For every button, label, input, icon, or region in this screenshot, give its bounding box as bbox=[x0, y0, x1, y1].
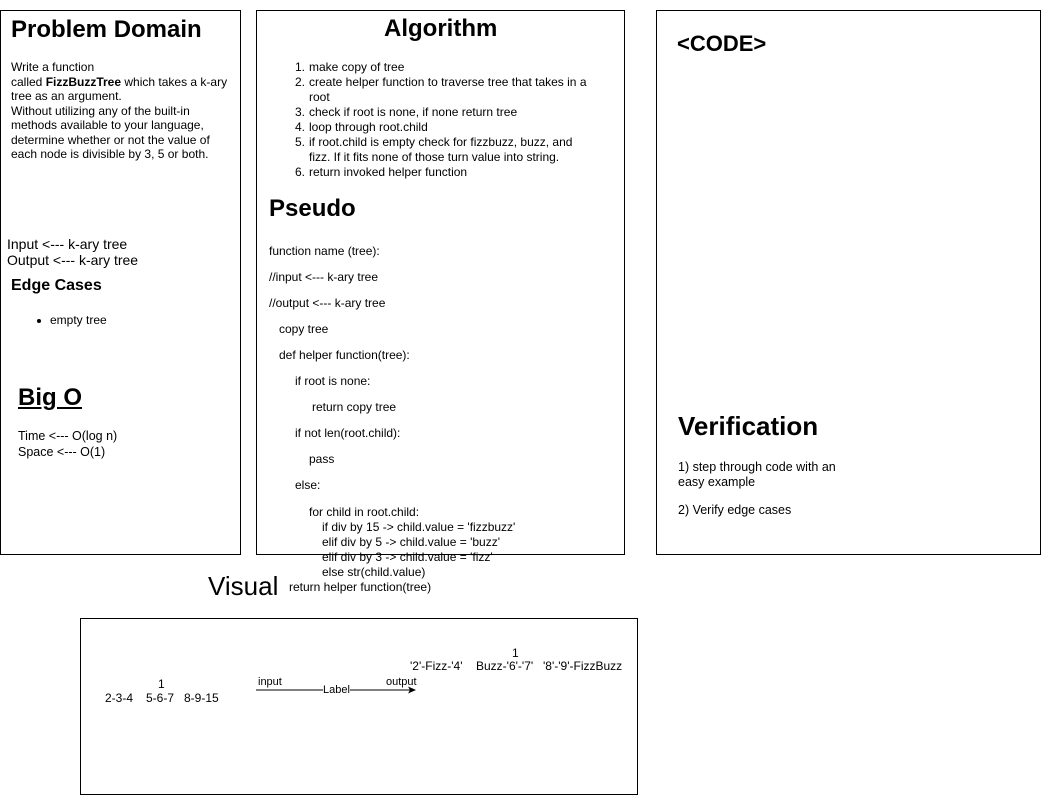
function-name: FizzBuzzTree bbox=[45, 74, 122, 89]
code-panel: <CODE> Verification 1) step through code… bbox=[656, 10, 1041, 555]
arrow-output-label: output bbox=[386, 676, 417, 688]
pseudo-line: return copy tree bbox=[312, 400, 397, 414]
pseudo-line: else: bbox=[295, 478, 321, 492]
pseudo-line: elif div by 5 -> child.value = 'buzz' bbox=[322, 535, 501, 549]
output-tree-node: Buzz-'6'-'7' bbox=[476, 659, 534, 673]
desc-line: Without utilizing any of the built-in bbox=[11, 103, 190, 118]
verification-line: easy example bbox=[678, 475, 756, 489]
edge-case-text: empty tree bbox=[50, 313, 107, 327]
pseudo-line: //output <--- k-ary tree bbox=[269, 296, 386, 310]
output-tree-node: '2'-Fizz-'4' bbox=[410, 659, 463, 673]
algorithm-step: 4.loop through root.child bbox=[295, 120, 619, 135]
algorithm-step: 2.create helper function to traverse tre… bbox=[295, 75, 619, 105]
pseudo-line: if div by 15 -> child.value = 'fizzbuzz' bbox=[322, 520, 516, 534]
step-number: 4. bbox=[295, 120, 306, 134]
code-title: <CODE> bbox=[677, 31, 767, 56]
pseudo-line: for child in root.child: bbox=[309, 505, 420, 519]
verification-line: 1) step through code with an bbox=[678, 460, 836, 474]
space-complexity: Space <--- O(1) bbox=[18, 445, 106, 459]
step-number: 2. bbox=[295, 75, 306, 89]
pseudo-line: else str(child.value) bbox=[322, 565, 426, 579]
algorithm-step: 5.if root.child is empty check for fizzb… bbox=[295, 135, 619, 165]
pseudo-line: pass bbox=[309, 452, 335, 466]
step-number: 6. bbox=[295, 165, 306, 179]
output-spec: Output <--- k-ary tree bbox=[7, 252, 139, 268]
algorithm-steps: 1.make copy of tree 2.create helper func… bbox=[295, 60, 619, 180]
pseudo-line: //input <--- k-ary tree bbox=[269, 270, 379, 284]
desc-after-name: which takes a k-ary bbox=[121, 74, 228, 89]
step-line: fizz. If it fits none of those turn valu… bbox=[309, 150, 560, 164]
edge-case-item: empty tree bbox=[37, 313, 107, 328]
desc-line: methods available to your language, bbox=[11, 118, 204, 132]
pseudo-line: if root is none: bbox=[295, 374, 371, 388]
visual-title: Visual bbox=[208, 571, 279, 601]
edge-cases-title: Edge Cases bbox=[11, 277, 102, 294]
pseudo-line: elif div by 3 -> child.value = 'fizz' bbox=[322, 550, 493, 564]
input-tree-root: 1 bbox=[158, 677, 165, 691]
desc-line: Write a function bbox=[11, 60, 95, 74]
step-number: 1. bbox=[295, 60, 306, 74]
input-tree-node: 2-3-4 bbox=[105, 691, 134, 705]
desc-line: determine whether or not the value of bbox=[11, 132, 210, 147]
problem-description: Write a function called FizzBuzzTree whi… bbox=[11, 60, 239, 162]
desc-line: tree as an argument. bbox=[11, 89, 122, 103]
step-line: loop through root.child bbox=[309, 120, 428, 134]
input-tree-node: 8-9-15 bbox=[184, 691, 219, 705]
desc-called: called bbox=[11, 74, 46, 89]
output-tree-root: 1 bbox=[512, 646, 519, 660]
pseudo-line: def helper function(tree): bbox=[279, 348, 410, 362]
algorithm-step: 1.make copy of tree bbox=[295, 60, 619, 75]
desc-line: each node is divisible by 3, 5 or both. bbox=[11, 147, 209, 161]
step-line: return invoked helper function bbox=[309, 165, 468, 179]
desc-line: called FizzBuzzTree which takes a k-ary bbox=[11, 75, 239, 90]
pseudo-line: if not len(root.child): bbox=[295, 426, 401, 440]
arrow-input-label: input bbox=[258, 676, 282, 688]
step-number: 3. bbox=[295, 105, 306, 119]
verification-step-2: 2) Verify edge cases bbox=[678, 503, 792, 517]
problem-domain-title: Problem Domain bbox=[11, 16, 202, 43]
step-line: if root.child is empty check for fizzbuz… bbox=[309, 135, 573, 149]
algorithm-step: 6.return invoked helper function bbox=[295, 165, 619, 180]
pseudo-line: copy tree bbox=[279, 322, 329, 336]
output-tree-node: '8'-'9'-FizzBuzz bbox=[543, 659, 623, 673]
step-line: check if root is none, if none return tr… bbox=[309, 105, 518, 119]
arrow-center-label: Label bbox=[323, 684, 350, 696]
input-spec: Input <--- k-ary tree bbox=[7, 236, 128, 252]
arrowhead-icon bbox=[408, 686, 416, 694]
step-number: 5. bbox=[295, 135, 306, 149]
problem-domain-panel: Problem Domain Write a function called F… bbox=[0, 10, 241, 555]
bullet-icon bbox=[37, 319, 41, 323]
step-line: make copy of tree bbox=[309, 60, 405, 74]
verification-title: Verification bbox=[678, 411, 819, 441]
big-o-title: Big O bbox=[18, 384, 82, 411]
algorithm-title: Algorithm bbox=[384, 15, 498, 42]
visual-panel bbox=[80, 618, 638, 795]
input-tree-node: 5-6-7 bbox=[146, 691, 175, 705]
pseudo-line: return helper function(tree) bbox=[289, 580, 432, 594]
verification-step-1: 1) step through code with an easy exampl… bbox=[678, 460, 836, 490]
step-line: root bbox=[309, 90, 330, 104]
pseudo-line: function name (tree): bbox=[269, 244, 380, 258]
time-complexity: Time <--- O(log n) bbox=[18, 429, 118, 443]
algorithm-panel bbox=[256, 10, 625, 555]
pseudo-title: Pseudo bbox=[269, 195, 356, 222]
algorithm-step: 3.check if root is none, if none return … bbox=[295, 105, 619, 120]
step-line: create helper function to traverse tree … bbox=[309, 75, 587, 89]
